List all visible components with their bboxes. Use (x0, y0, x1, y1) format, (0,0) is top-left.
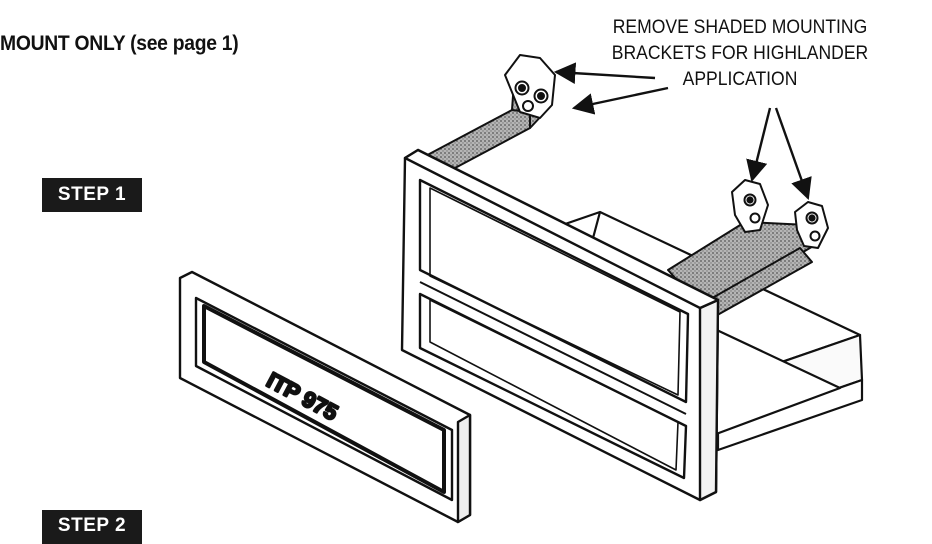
step-1-badge: STEP 1 (42, 178, 142, 212)
callout-line-1: REMOVE SHADED MOUNTING (612, 16, 868, 38)
left-mounting-bracket (417, 54, 556, 177)
arrow-to-left-bracket-bottom (571, 86, 669, 115)
callout-line-3: APPLICATION (682, 68, 798, 90)
arrow-to-right-bracket-right (774, 107, 812, 201)
callout-arrows (553, 62, 812, 201)
section-heading: MOUNT ONLY (see page 1) (0, 32, 239, 55)
itp-975-bezel: ITP 975 (178, 270, 472, 524)
arrow-to-left-bracket-top (553, 62, 656, 84)
kit-front-frame (400, 148, 720, 502)
arrow-to-right-bracket-left (746, 107, 772, 183)
callout-note: REMOVE SHADED MOUNTING BRACKETS FOR HIGH… (578, 14, 902, 92)
callout-line-2: BRACKETS FOR HIGHLANDER (611, 42, 869, 64)
